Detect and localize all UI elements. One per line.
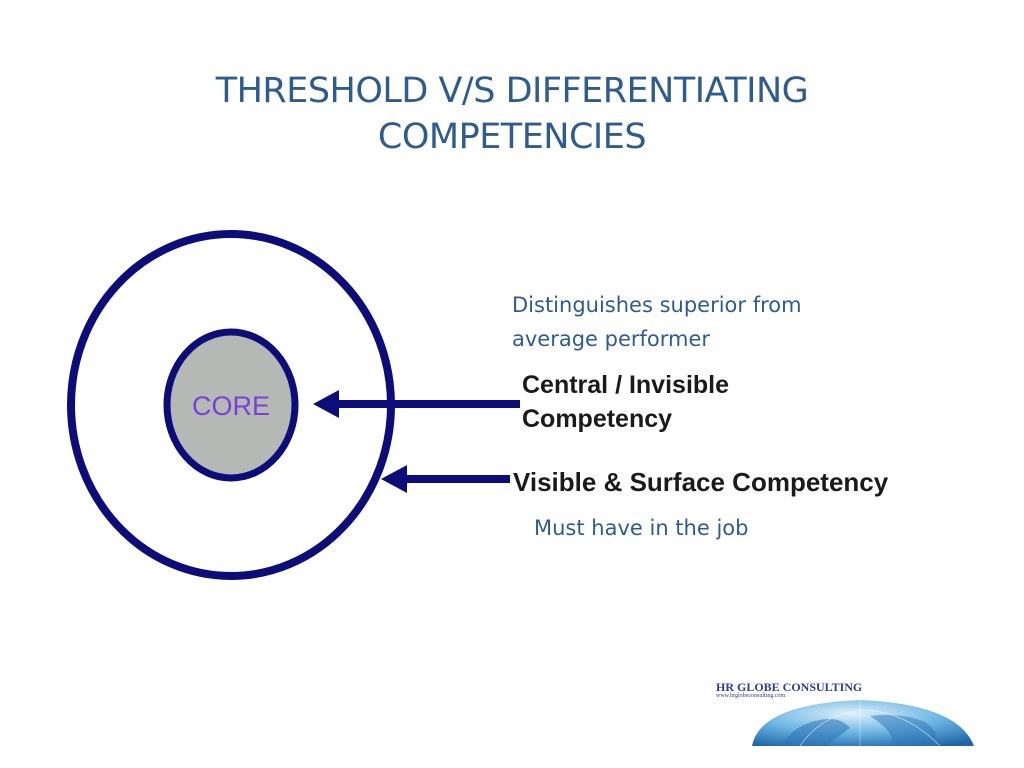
- distinguishes-note: Distinguishes superior from average perf…: [512, 288, 802, 356]
- visible-competency-label: Visible & Surface Competency: [513, 467, 889, 497]
- slide-title: THRESHOLD V/S DIFFERENTIATING COMPETENCI…: [0, 68, 1024, 160]
- core-label: CORE: [192, 391, 270, 421]
- central-label-line-2: Competency: [522, 405, 673, 433]
- must-have-note: Must have in the job: [534, 516, 749, 540]
- hr-globe-logo: HR GLOBE CONSULTING www.hrglobeconsultin…: [700, 676, 990, 746]
- central-label-line-1: Central / Invisible: [522, 371, 730, 399]
- logo-url: www.hrglobeconsulting.com: [716, 693, 786, 699]
- arrow-to-outer-ring: [381, 465, 510, 493]
- globe-icon: [752, 700, 974, 746]
- logo-company-name: HR GLOBE CONSULTING: [716, 680, 863, 694]
- distinguishes-note-line-1: Distinguishes superior from: [512, 293, 802, 317]
- title-line-1: THRESHOLD V/S DIFFERENTIATING: [215, 71, 809, 111]
- core-circle: [163, 328, 299, 482]
- distinguishes-note-line-2: average performer: [512, 327, 711, 351]
- arrow-to-core: [313, 390, 520, 418]
- central-competency-label: Central / Invisible Competency: [522, 368, 729, 436]
- title-line-2: COMPETENCIES: [377, 117, 647, 157]
